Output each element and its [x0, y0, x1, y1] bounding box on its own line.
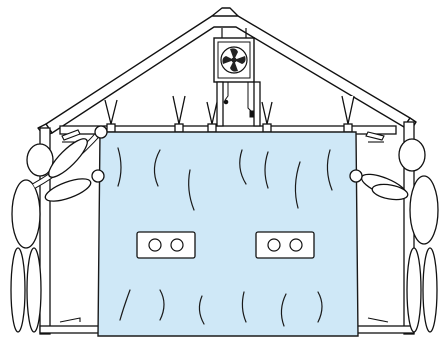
figure-head	[399, 139, 425, 171]
figure-leg	[11, 248, 25, 332]
figure-hand	[95, 126, 107, 138]
figure-leg	[423, 248, 437, 332]
figure-hand	[350, 170, 362, 182]
tarp	[98, 132, 358, 336]
figure-torso	[410, 176, 438, 244]
window-panel-icon	[137, 232, 195, 258]
figure-leg	[27, 248, 41, 332]
window-panel-icon	[256, 232, 314, 258]
figure-torso	[12, 180, 40, 248]
figure-hand	[92, 170, 104, 182]
fan-post-left	[217, 82, 223, 126]
figure-leg	[407, 248, 421, 332]
fan-post-right	[254, 82, 260, 126]
